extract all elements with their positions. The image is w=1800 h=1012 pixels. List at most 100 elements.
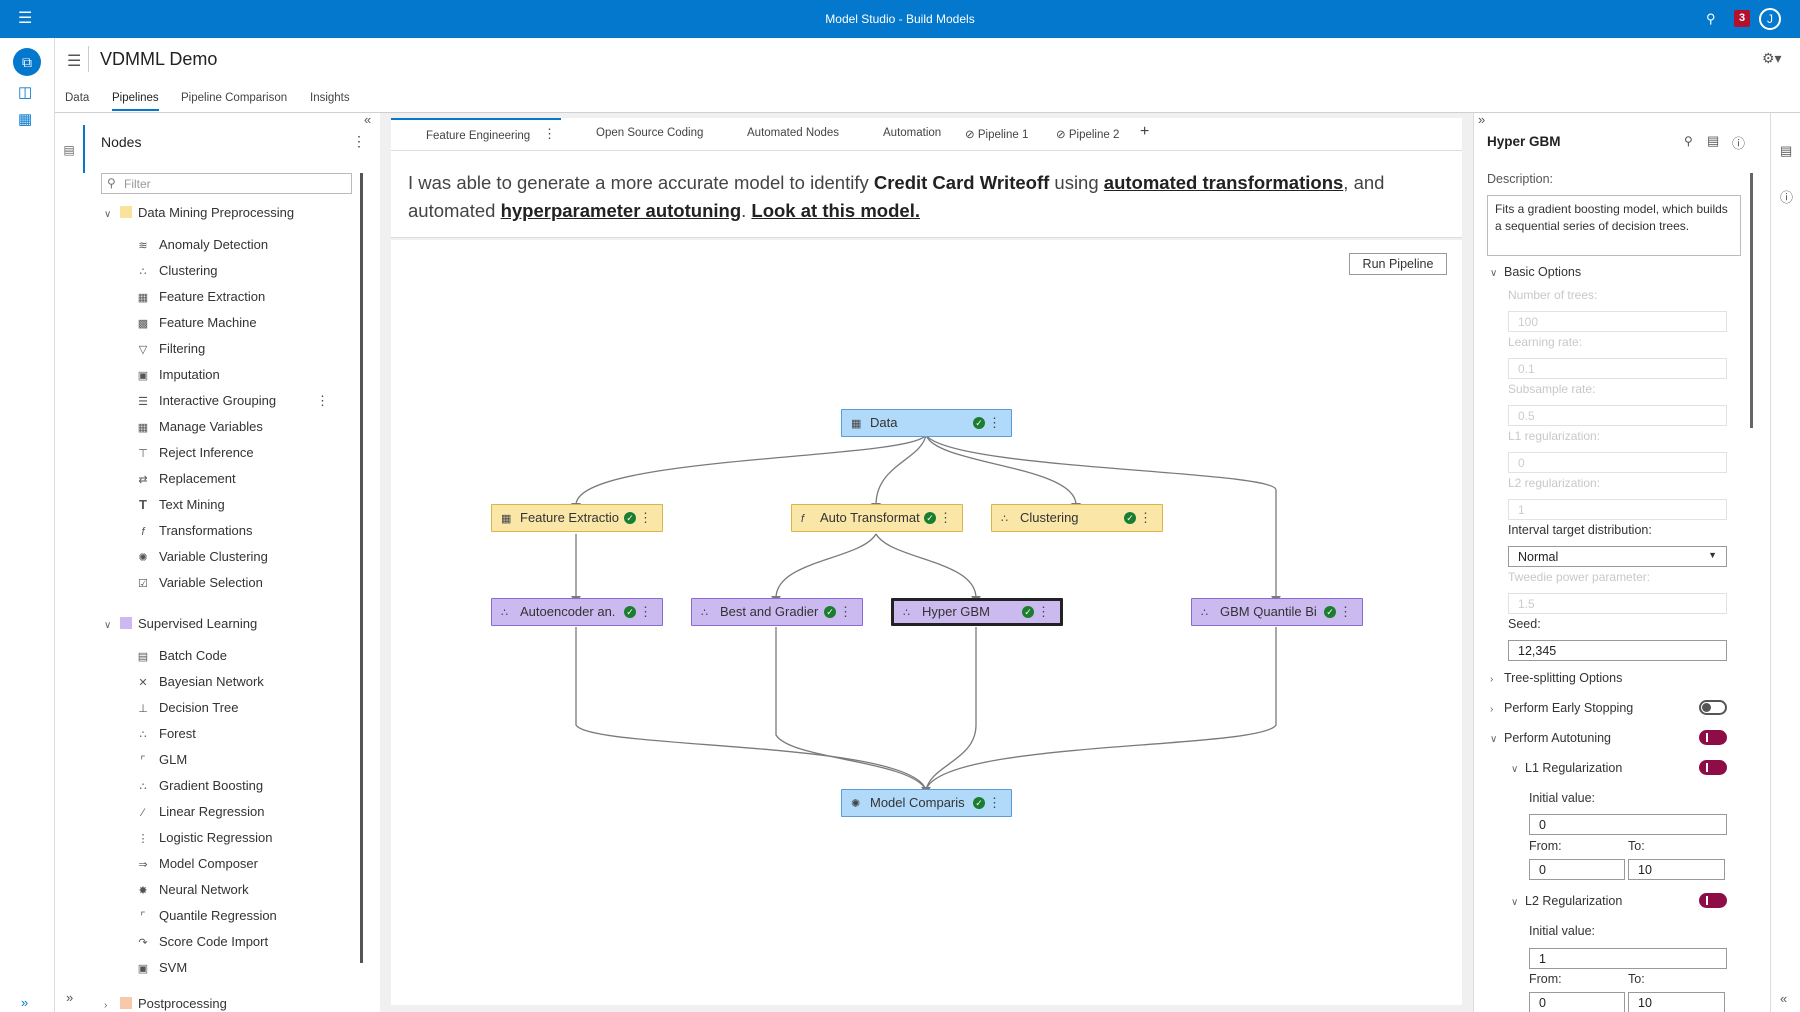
l1-regularization-input[interactable]: 0 (1508, 452, 1727, 473)
node-item-decision-tree[interactable]: ⊥Decision Tree (136, 700, 238, 715)
tab-more-icon[interactable]: ⋮ (543, 126, 556, 141)
pipeline-node-feature-extraction[interactable]: ▦Feature Extractio✓⋮ (491, 504, 663, 532)
l2-from-input[interactable]: 0 (1529, 992, 1625, 1012)
l1-from-input[interactable]: 0 (1529, 859, 1625, 880)
tab-feature-engineering[interactable]: Feature Engineering (391, 118, 561, 150)
help-icon[interactable]: ⓘ (1732, 136, 1746, 151)
collapse-properties-icon[interactable]: » (1478, 112, 1486, 127)
node-more-icon[interactable]: ⋮ (939, 510, 952, 525)
properties-scrollbar[interactable] (1750, 173, 1753, 428)
manage-data-icon[interactable]: ▦ (18, 111, 33, 128)
node-item-neural-network[interactable]: ✸Neural Network (136, 882, 248, 897)
item-more-icon[interactable]: ⋮ (316, 393, 329, 408)
autotuning-toggle[interactable] (1699, 730, 1727, 745)
l2-regularization-toggle[interactable] (1699, 893, 1727, 908)
node-item-score-code-import[interactable]: ↷Score Code Import (136, 934, 268, 949)
node-item-clustering[interactable]: ∴Clustering (136, 263, 218, 278)
node-item-logistic-regression[interactable]: ⋮Logistic Regression (136, 830, 273, 845)
group-postprocessing[interactable]: ›Postprocessing (104, 996, 227, 1011)
pipeline-node-autoencoder[interactable]: ∴Autoencoder an.✓⋮ (491, 598, 663, 626)
node-item-replacement[interactable]: ⇄Replacement (136, 471, 235, 486)
tweedie-power-input[interactable]: 1.5 (1508, 593, 1727, 614)
nodes-more-icon[interactable]: ⋮ (352, 133, 366, 149)
nodes-panel-toggle-icon[interactable]: ▤ (55, 125, 85, 173)
node-properties-icon[interactable]: ▤ (1780, 143, 1793, 158)
pipeline-node-best-gradient[interactable]: ∴Best and Gradier✓⋮ (691, 598, 863, 626)
section-tree-splitting[interactable]: ›Tree-splitting Options (1490, 671, 1622, 685)
pipeline-node-model-comparison[interactable]: ✺Model Comparis✓⋮ (841, 789, 1012, 817)
tab-pipeline-2[interactable]: ⊘ Pipeline 2 (1056, 127, 1119, 141)
l2-initial-input[interactable]: 1 (1529, 948, 1727, 969)
node-item-gradient-boosting[interactable]: ∴Gradient Boosting (136, 778, 264, 793)
automated-transformations-link[interactable]: automated transformations (1103, 172, 1344, 193)
node-more-icon[interactable]: ⋮ (1037, 604, 1050, 619)
subsample-rate-input[interactable]: 0.5 (1508, 405, 1727, 426)
section-basic-options[interactable]: ∨Basic Options (1490, 265, 1581, 279)
l1-initial-input[interactable]: 0 (1529, 814, 1727, 835)
user-avatar[interactable]: J (1759, 8, 1781, 30)
learning-rate-input[interactable]: 0.1 (1508, 358, 1727, 379)
node-item-forest[interactable]: ∴Forest (136, 726, 196, 741)
l1-to-input[interactable]: 10 (1628, 859, 1725, 880)
section-autotuning[interactable]: ∨Perform Autotuning (1490, 731, 1611, 745)
search-icon[interactable]: ⚲ (1706, 11, 1716, 26)
node-item-svm[interactable]: ▣SVM (136, 960, 187, 975)
tab-data[interactable]: Data (65, 92, 90, 104)
node-more-icon[interactable]: ⋮ (988, 415, 1001, 430)
tab-automation[interactable]: Automation (883, 127, 942, 139)
tab-pipelines[interactable]: Pipelines (112, 92, 159, 111)
pipeline-node-data[interactable]: ▦Data✓⋮ (841, 409, 1012, 437)
expand-rail-icon[interactable]: » (21, 995, 29, 1010)
l1-regularization-toggle[interactable] (1699, 760, 1727, 775)
early-stopping-toggle[interactable] (1699, 700, 1727, 715)
node-item-manage-variables[interactable]: ▦Manage Variables (136, 419, 263, 434)
section-early-stopping[interactable]: ›Perform Early Stopping (1490, 701, 1633, 715)
number-of-trees-input[interactable]: 100 (1508, 311, 1727, 332)
l2-regularization-input[interactable]: 1 (1508, 499, 1727, 520)
node-item-feature-machine[interactable]: ▩Feature Machine (136, 315, 257, 330)
node-more-icon[interactable]: ⋮ (1339, 604, 1352, 619)
l2-to-input[interactable]: 10 (1628, 992, 1725, 1012)
group-data-mining-preprocessing[interactable]: ∨Data Mining Preprocessing (104, 205, 294, 220)
nodes-filter-input[interactable]: ⚲ Filter (101, 173, 352, 194)
pipeline-node-hyper-gbm[interactable]: ∴Hyper GBM✓⋮ (891, 598, 1063, 626)
add-pipeline-icon[interactable]: + (1140, 123, 1150, 140)
node-item-anomaly-detection[interactable]: ≋Anomaly Detection (136, 237, 268, 252)
node-item-reject-inference[interactable]: ⊤Reject Inference (136, 445, 253, 460)
node-item-interactive-grouping[interactable]: ☰Interactive Grouping (136, 393, 276, 408)
tab-automated-nodes[interactable]: Automated Nodes (747, 127, 840, 139)
save-icon[interactable]: ▤ (1707, 133, 1720, 148)
node-more-icon[interactable]: ⋮ (1139, 510, 1152, 525)
node-item-glm[interactable]: ⌜GLM (136, 752, 187, 767)
section-l2-regularization[interactable]: ∨L2 Regularization (1511, 894, 1622, 908)
pipeline-node-gbm-quantile[interactable]: ∴GBM Quantile Bi✓⋮ (1191, 598, 1363, 626)
hyperparameter-autotuning-link[interactable]: hyperparameter autotuning (500, 200, 742, 221)
node-more-icon[interactable]: ⋮ (839, 604, 852, 619)
section-l1-regularization[interactable]: ∨L1 Regularization (1511, 761, 1622, 775)
node-more-icon[interactable]: ⋮ (988, 795, 1001, 810)
pipeline-icon[interactable]: ◫ (18, 84, 33, 101)
node-item-imputation[interactable]: ▣Imputation (136, 367, 220, 382)
description-field[interactable]: Fits a gradient boosting model, which bu… (1487, 195, 1741, 256)
tab-open-source-coding[interactable]: Open Source Coding (596, 127, 704, 139)
node-item-filtering[interactable]: ▽Filtering (136, 341, 205, 356)
seed-input[interactable]: 12,345 (1508, 640, 1727, 661)
look-at-model-link[interactable]: Look at this model. (751, 200, 920, 221)
collapse-rail-icon[interactable]: « (1780, 991, 1788, 1006)
node-item-bayesian-network[interactable]: ✕Bayesian Network (136, 674, 263, 689)
tab-pipeline-comparison[interactable]: Pipeline Comparison (181, 92, 288, 104)
settings-gear-icon[interactable]: ⚙▾ (1762, 50, 1782, 66)
expand-panel-icon[interactable]: » (66, 990, 74, 1005)
group-supervised-learning[interactable]: ∨Supervised Learning (104, 616, 257, 631)
node-item-variable-clustering[interactable]: ✺Variable Clustering (136, 549, 267, 564)
interval-target-distribution-select[interactable]: Normal▼ (1508, 546, 1727, 567)
tab-insights[interactable]: Insights (310, 92, 350, 104)
info-icon[interactable]: ⓘ (1780, 190, 1794, 205)
run-pipeline-button[interactable]: Run Pipeline (1349, 253, 1447, 275)
notifications-badge[interactable]: 3 (1734, 10, 1750, 27)
node-more-icon[interactable]: ⋮ (639, 510, 652, 525)
node-item-linear-regression[interactable]: ∕Linear Regression (136, 804, 264, 819)
